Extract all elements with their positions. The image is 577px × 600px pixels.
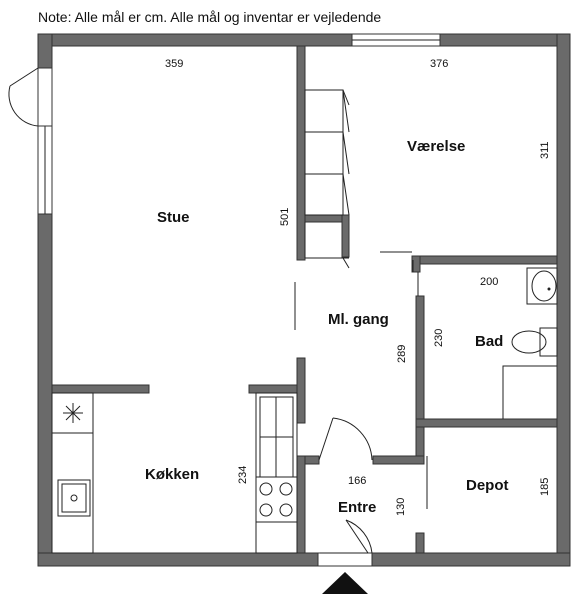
dim-entre-width: 166 <box>348 475 366 487</box>
dim-stue-height: 501 <box>279 208 291 226</box>
kitchen-counter-right <box>255 392 298 554</box>
bathroom-sink <box>526 267 558 305</box>
dim-bad-height: 230 <box>433 329 445 347</box>
wardrobe <box>304 89 350 269</box>
dim-vaerelse-height: 311 <box>539 141 551 159</box>
dim-kokken-height: 234 <box>237 466 249 484</box>
room-label-entre: Entre <box>338 499 376 516</box>
kitchen-sink <box>57 479 91 517</box>
dim-gang-height: 289 <box>396 345 408 363</box>
room-label-vaerelse: Værelse <box>407 138 465 155</box>
entre-inner-door[interactable] <box>318 417 373 461</box>
entrance-arrow-icon <box>322 572 368 594</box>
room-label-depot: Depot <box>466 477 509 494</box>
entry-door[interactable] <box>317 519 373 567</box>
room-label-kokken: Køkken <box>145 466 199 483</box>
toilet <box>511 327 558 357</box>
room-label-bad: Bad <box>475 333 503 350</box>
shower <box>502 365 557 419</box>
stove <box>255 476 298 523</box>
dim-entre-height: 130 <box>395 498 407 516</box>
kitchen-counter-left <box>51 392 94 554</box>
room-label-gang: Ml. gang <box>328 311 389 328</box>
dim-vaerelse-width: 376 <box>430 58 448 70</box>
room-label-stue: Stue <box>157 209 190 226</box>
gang-door-marks <box>294 260 419 330</box>
balcony-door[interactable] <box>8 67 53 127</box>
dim-stue-width: 359 <box>165 58 183 70</box>
left-window <box>37 125 53 215</box>
top-window <box>351 33 441 47</box>
interior-walls <box>51 45 558 554</box>
dim-depot-height: 185 <box>539 478 551 496</box>
dim-bad-width: 200 <box>480 276 498 288</box>
plan-note: Note: Alle mål er cm. Alle mål og invent… <box>38 9 381 25</box>
